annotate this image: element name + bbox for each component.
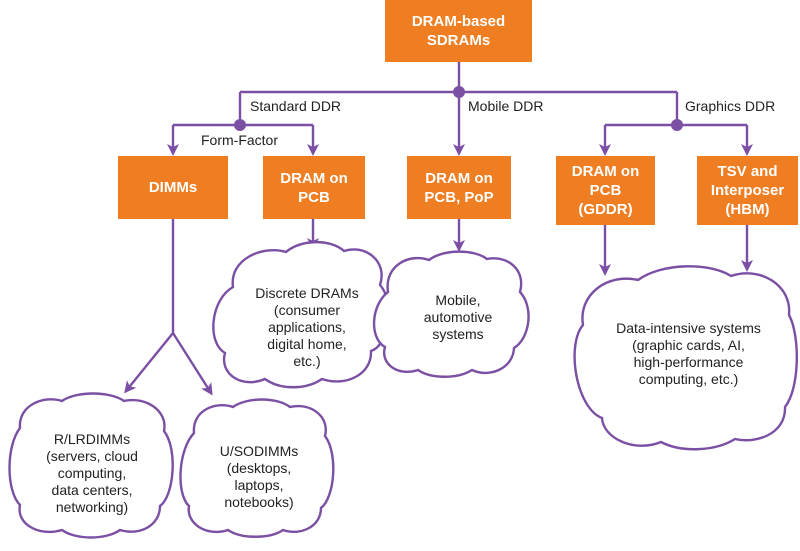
dram-on-pcb-pop-box: DRAM on PCB, PoP	[407, 156, 511, 219]
usodimms-cloud	[179, 398, 335, 538]
mobile-cloud-text: Mobile, automotive systems	[423, 292, 493, 342]
usodimms-cloud-text: U/SODIMMs (desktops, laptops, notebooks)	[219, 443, 299, 510]
data-intensive-cloud	[573, 265, 799, 451]
discrete-dram-cloud-text: Discrete DRAMs (consumer applications, d…	[255, 285, 359, 369]
dram-on-pcb-gddr-box: DRAM on PCB (GDDR)	[556, 156, 655, 225]
root-junction-dot	[453, 86, 465, 98]
mobile-cloud	[372, 250, 530, 378]
form-factor-label: Form-Factor	[201, 132, 278, 148]
graphics-ddr-junction-dot	[671, 119, 683, 131]
dimms-box: DIMMs	[118, 156, 228, 219]
graphics-ddr-label: Graphics DDR	[685, 98, 776, 114]
data-intensive-cloud-text: Data-intensive systems (graphic cards, A…	[616, 320, 761, 387]
dram-on-pcb-box: DRAM on PCB	[263, 156, 365, 219]
mobile-ddr-label: Mobile DDR	[468, 98, 544, 114]
usodimms-arrow	[171, 332, 213, 396]
rlrdimms-arrow	[124, 332, 174, 394]
rlrdimms-cloud-text: R/LRDIMMs (servers, cloud computing, dat…	[46, 431, 138, 515]
tsv-interposer-hbm-box: TSV and Interposer (HBM)	[697, 156, 798, 225]
standard-ddr-label: Standard DDR	[250, 98, 342, 114]
rlrdimms-cloud	[8, 392, 174, 539]
discrete-dram-cloud	[212, 240, 391, 389]
dram-based-sdrams-box: DRAM-based SDRAMs	[385, 0, 532, 62]
standard-ddr-junction-dot	[234, 119, 246, 131]
